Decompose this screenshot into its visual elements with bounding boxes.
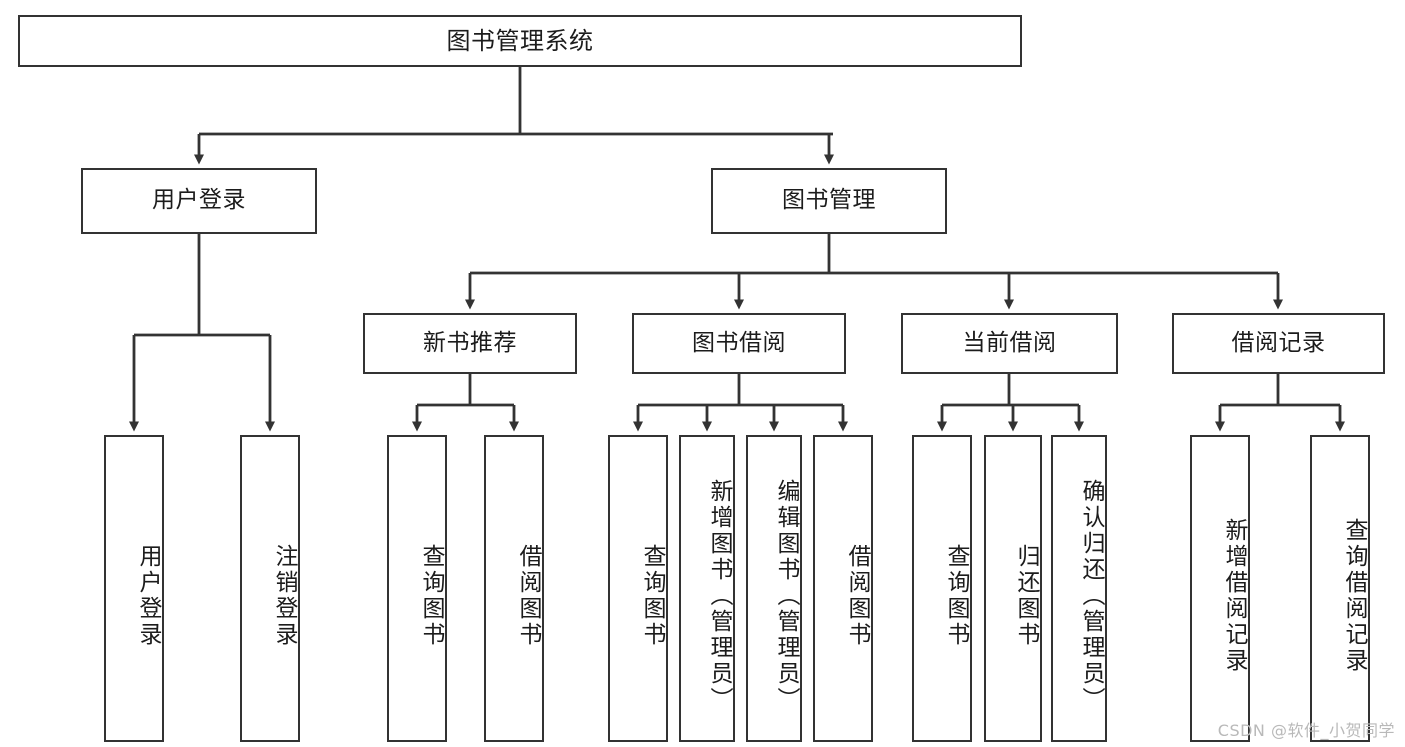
leaf-query-book-current[interactable]: 查询图书 bbox=[912, 435, 972, 742]
leaf-borrow-book[interactable]: 借阅图书 bbox=[813, 435, 873, 742]
leaf-user-login[interactable]: 用户登录 bbox=[104, 435, 164, 742]
node-book-management[interactable]: 图书管理 bbox=[711, 168, 947, 234]
node-borrow-record[interactable]: 借阅记录 bbox=[1172, 313, 1385, 374]
node-label: 图书借阅 bbox=[692, 329, 786, 356]
node-label: 新增图书（管理员） bbox=[706, 478, 732, 713]
node-label: 查询图书 bbox=[418, 543, 444, 648]
watermark-text: CSDN @软件_小贺同学 bbox=[1217, 721, 1395, 740]
leaf-borrow-book-recommend[interactable]: 借阅图书 bbox=[484, 435, 544, 742]
leaf-add-borrow-record[interactable]: 新增借阅记录 bbox=[1190, 435, 1250, 742]
node-label: 借阅记录 bbox=[1231, 329, 1326, 356]
node-label: 新增借阅记录 bbox=[1221, 517, 1247, 674]
node-label: 注销登录 bbox=[271, 543, 297, 648]
node-label: 图书管理 bbox=[782, 187, 876, 214]
leaf-query-borrow-record[interactable]: 查询借阅记录 bbox=[1310, 435, 1370, 742]
node-label: 查询图书 bbox=[943, 543, 969, 648]
leaf-return-book[interactable]: 归还图书 bbox=[984, 435, 1042, 742]
node-label: 借阅图书 bbox=[515, 543, 541, 648]
leaf-query-book-borrow[interactable]: 查询图书 bbox=[608, 435, 668, 742]
node-label: 用户登录 bbox=[152, 187, 246, 214]
node-book-borrow[interactable]: 图书借阅 bbox=[632, 313, 846, 374]
leaf-confirm-return-admin[interactable]: 确认归还（管理员） bbox=[1051, 435, 1107, 742]
node-label: 查询图书 bbox=[639, 543, 665, 648]
node-label: 新书推荐 bbox=[423, 329, 517, 356]
node-label: 编辑图书（管理员） bbox=[773, 478, 799, 713]
node-root-system[interactable]: 图书管理系统 bbox=[18, 15, 1022, 67]
leaf-edit-book-admin[interactable]: 编辑图书（管理员） bbox=[746, 435, 802, 742]
node-user-login[interactable]: 用户登录 bbox=[81, 168, 317, 234]
node-label: 确认归还（管理员） bbox=[1078, 478, 1104, 713]
node-label: 用户登录 bbox=[135, 543, 161, 648]
node-current-borrow[interactable]: 当前借阅 bbox=[901, 313, 1118, 374]
node-label: 图书管理系统 bbox=[446, 26, 594, 55]
node-label: 当前借阅 bbox=[962, 329, 1057, 356]
leaf-query-book-recommend[interactable]: 查询图书 bbox=[387, 435, 447, 742]
node-new-book-recommend[interactable]: 新书推荐 bbox=[363, 313, 577, 374]
node-label: 归还图书 bbox=[1013, 543, 1039, 648]
leaf-add-book-admin[interactable]: 新增图书（管理员） bbox=[679, 435, 735, 742]
leaf-logout[interactable]: 注销登录 bbox=[240, 435, 300, 742]
node-label: 借阅图书 bbox=[844, 543, 870, 648]
node-label: 查询借阅记录 bbox=[1341, 517, 1367, 674]
